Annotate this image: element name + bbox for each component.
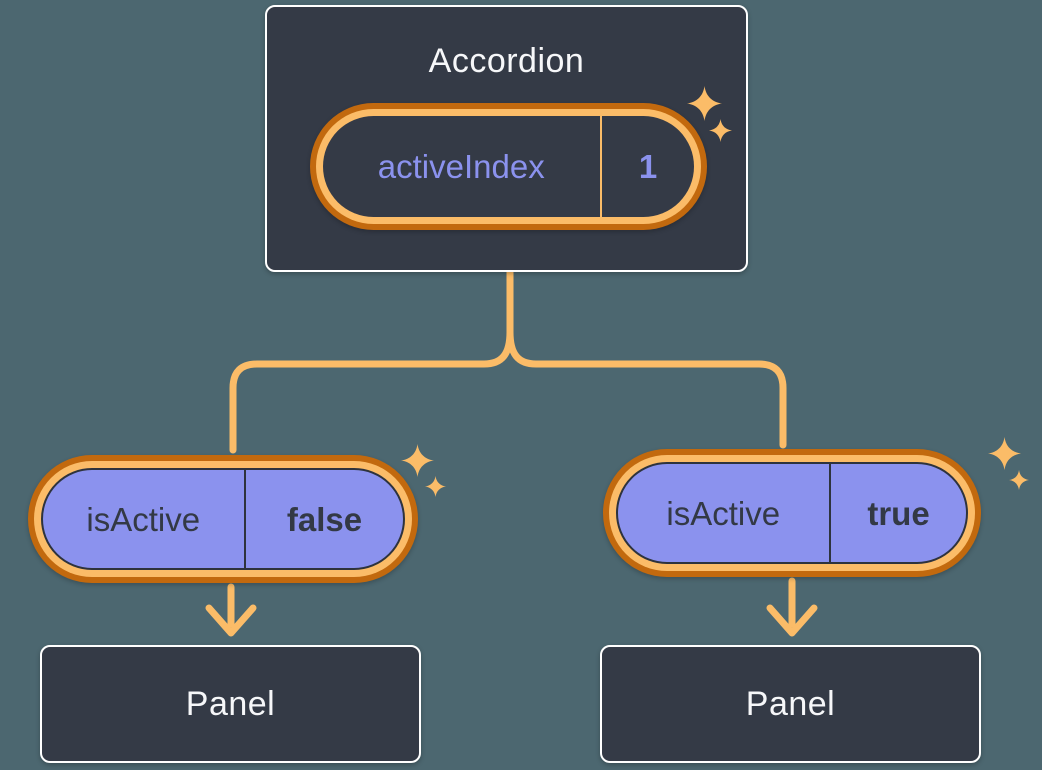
panel-box-right: Panel	[600, 645, 981, 763]
prop-value: false	[286, 500, 363, 538]
prop-name: isActive	[666, 494, 781, 532]
sparkle-icon-right-large	[988, 437, 1021, 470]
pill-divider	[599, 116, 602, 217]
sparkle-icon-left-small	[425, 476, 446, 497]
arrow-left	[205, 583, 257, 637]
prop-pill-isactive-false: isActive false	[28, 455, 418, 583]
sparkle-icon-left-large	[401, 444, 434, 477]
state-pill-activeindex: activeIndex 1	[310, 103, 707, 230]
sparkle-icon-root-small	[709, 119, 732, 142]
pill-divider	[828, 464, 831, 562]
prop-pill-isactive-true: isActive true	[603, 449, 981, 577]
branch-line-left	[229, 267, 514, 454]
arrow-right	[766, 577, 818, 637]
state-value: 1	[638, 148, 658, 185]
prop-name: isActive	[86, 500, 201, 538]
panel-box-left: Panel	[40, 645, 421, 763]
accordion-title: Accordion	[428, 42, 585, 80]
panel-title: Panel	[745, 685, 836, 723]
sparkle-icon-root-large	[687, 86, 722, 121]
state-name: activeIndex	[377, 148, 545, 185]
prop-value: true	[867, 494, 930, 532]
branch-line-right	[506, 267, 787, 449]
pill-divider	[243, 470, 246, 568]
sparkle-icon-right-small	[1009, 470, 1029, 490]
panel-title: Panel	[185, 685, 276, 723]
